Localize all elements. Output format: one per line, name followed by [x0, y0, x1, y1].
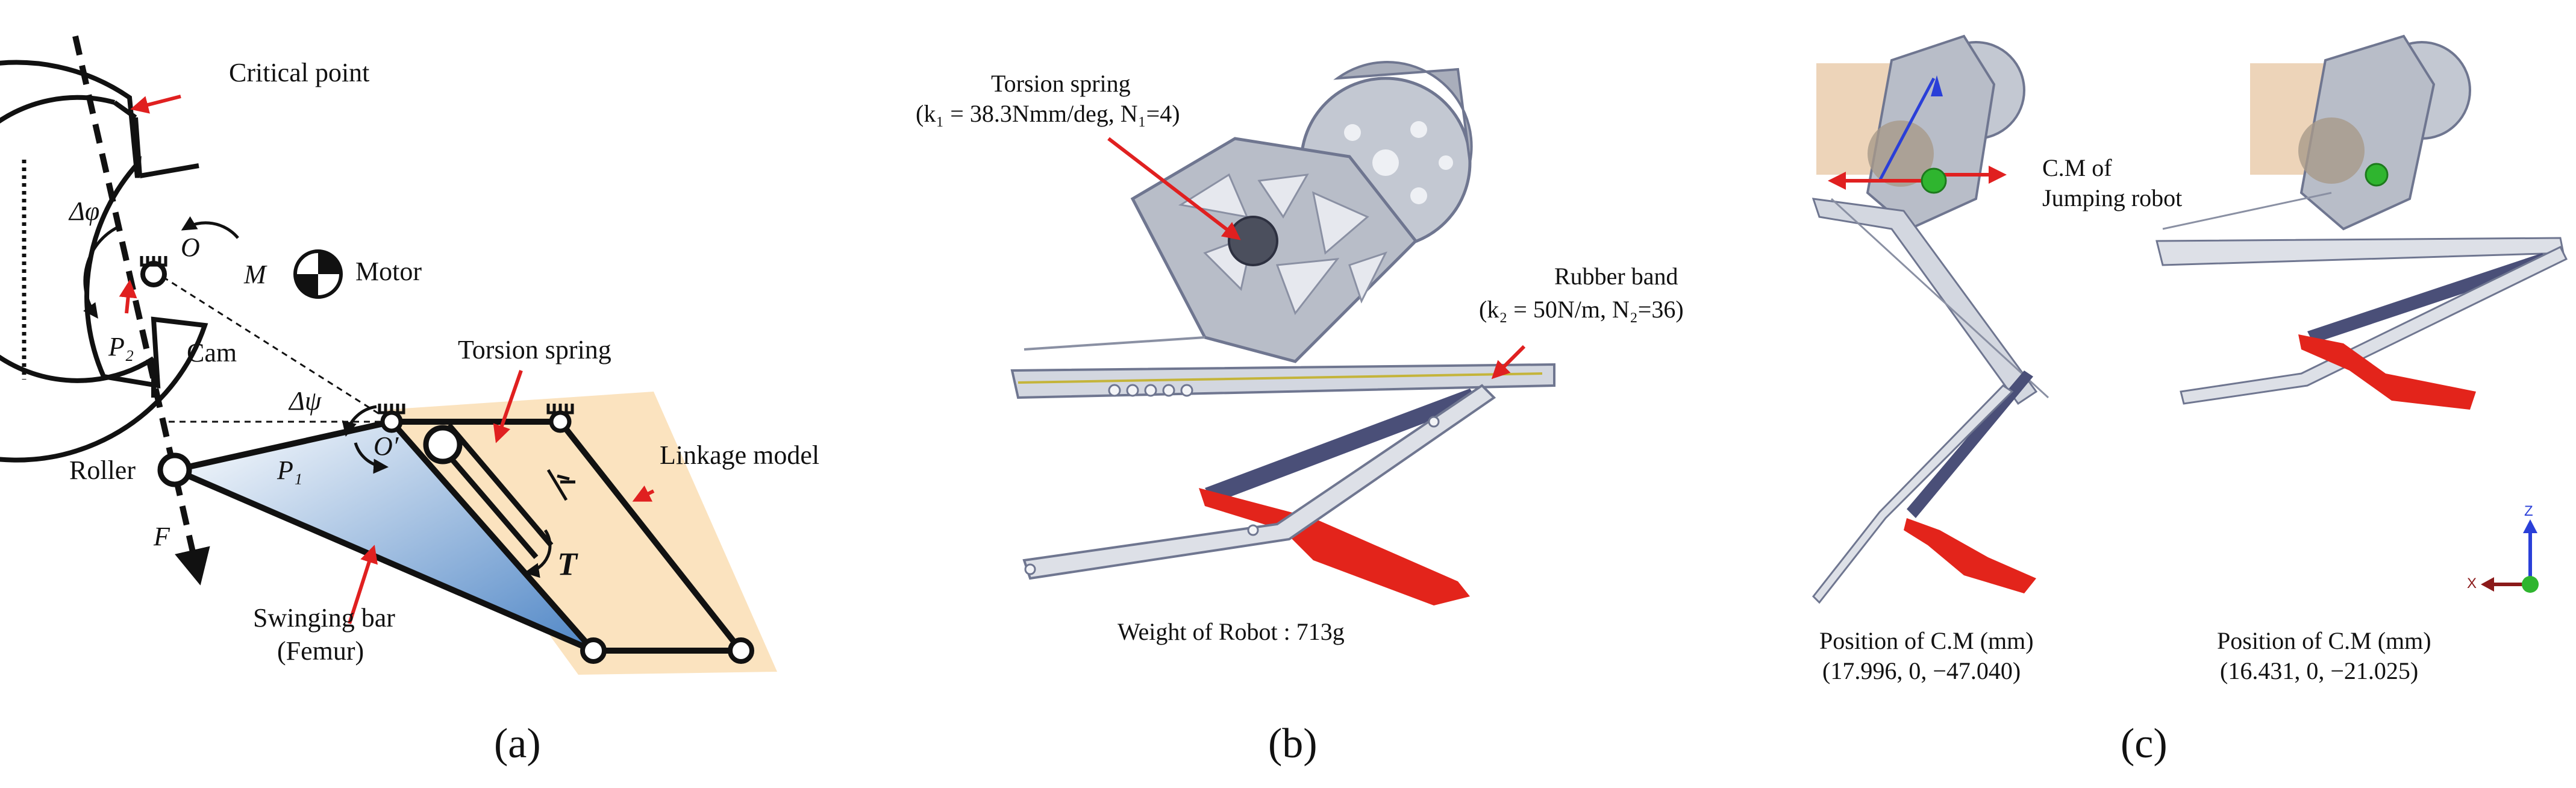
- torsion-spring-spec: (k₁ = 38.3Nmm/deg, N₁=4): [916, 100, 1180, 127]
- p1-label: P₁: [277, 455, 303, 485]
- caption-a: (a): [494, 721, 541, 767]
- caption-b: (b): [1268, 721, 1318, 767]
- swinging-bar-label: Swinging bar: [253, 603, 395, 633]
- cm-position-left-title: Position of C.M (mm): [1819, 627, 2034, 654]
- pivot-o-label: O: [181, 233, 200, 262]
- cm-label-line2: Jumping robot: [2042, 184, 2183, 211]
- p2-label: P₂: [108, 332, 134, 361]
- femur-label: (Femur): [277, 636, 364, 666]
- axis-z-label: Z: [2524, 503, 2533, 519]
- motor-label: Motor: [355, 257, 422, 286]
- cam-outline: [0, 60, 208, 463]
- roller-joint: [157, 452, 192, 487]
- axis-x-label: X: [2467, 575, 2477, 592]
- pivot-o-prime-label: O′: [374, 431, 399, 461]
- panel-a-diagram: [0, 35, 777, 675]
- caption-c: (c): [2121, 721, 2168, 767]
- axis-triad: [2481, 519, 2539, 593]
- panel-b-robot: [1010, 61, 1555, 605]
- torque-t-label: T: [557, 546, 577, 582]
- panel-c-left-robot: [1812, 34, 2049, 604]
- roller-label: Roller: [69, 455, 136, 485]
- delta-psi-label: Δψ: [289, 386, 322, 416]
- critical-point-label: Critical point: [229, 58, 370, 87]
- cam-label: Cam: [187, 338, 237, 367]
- cm-position-left-value: (17.996, 0, −47.040): [1822, 657, 2021, 684]
- force-line: [72, 35, 210, 586]
- torsion-spring-label-b: Torsion spring: [991, 70, 1131, 97]
- force-f-label: F: [154, 522, 170, 551]
- moment-m-label: M: [244, 260, 266, 289]
- femur-triangle: [175, 422, 593, 651]
- rubber-band-label: Rubber band: [1554, 263, 1678, 290]
- robot-weight-label: Weight of Robot : 713g: [1118, 618, 1345, 645]
- linkage-model-label: Linkage model: [660, 440, 820, 470]
- delta-phi-label: Δφ: [69, 196, 100, 226]
- panel-c-right-robot: [2156, 34, 2568, 410]
- cm-position-right-title: Position of C.M (mm): [2217, 627, 2431, 654]
- rubber-band-spec: (k₂ = 50N/m, N₂=36): [1479, 296, 1684, 323]
- cm-label-line1: C.M of: [2042, 154, 2112, 181]
- torsion-spring-label-a: Torsion spring: [458, 335, 611, 364]
- cm-position-right-value: (16.431, 0, −21.025): [2220, 657, 2419, 684]
